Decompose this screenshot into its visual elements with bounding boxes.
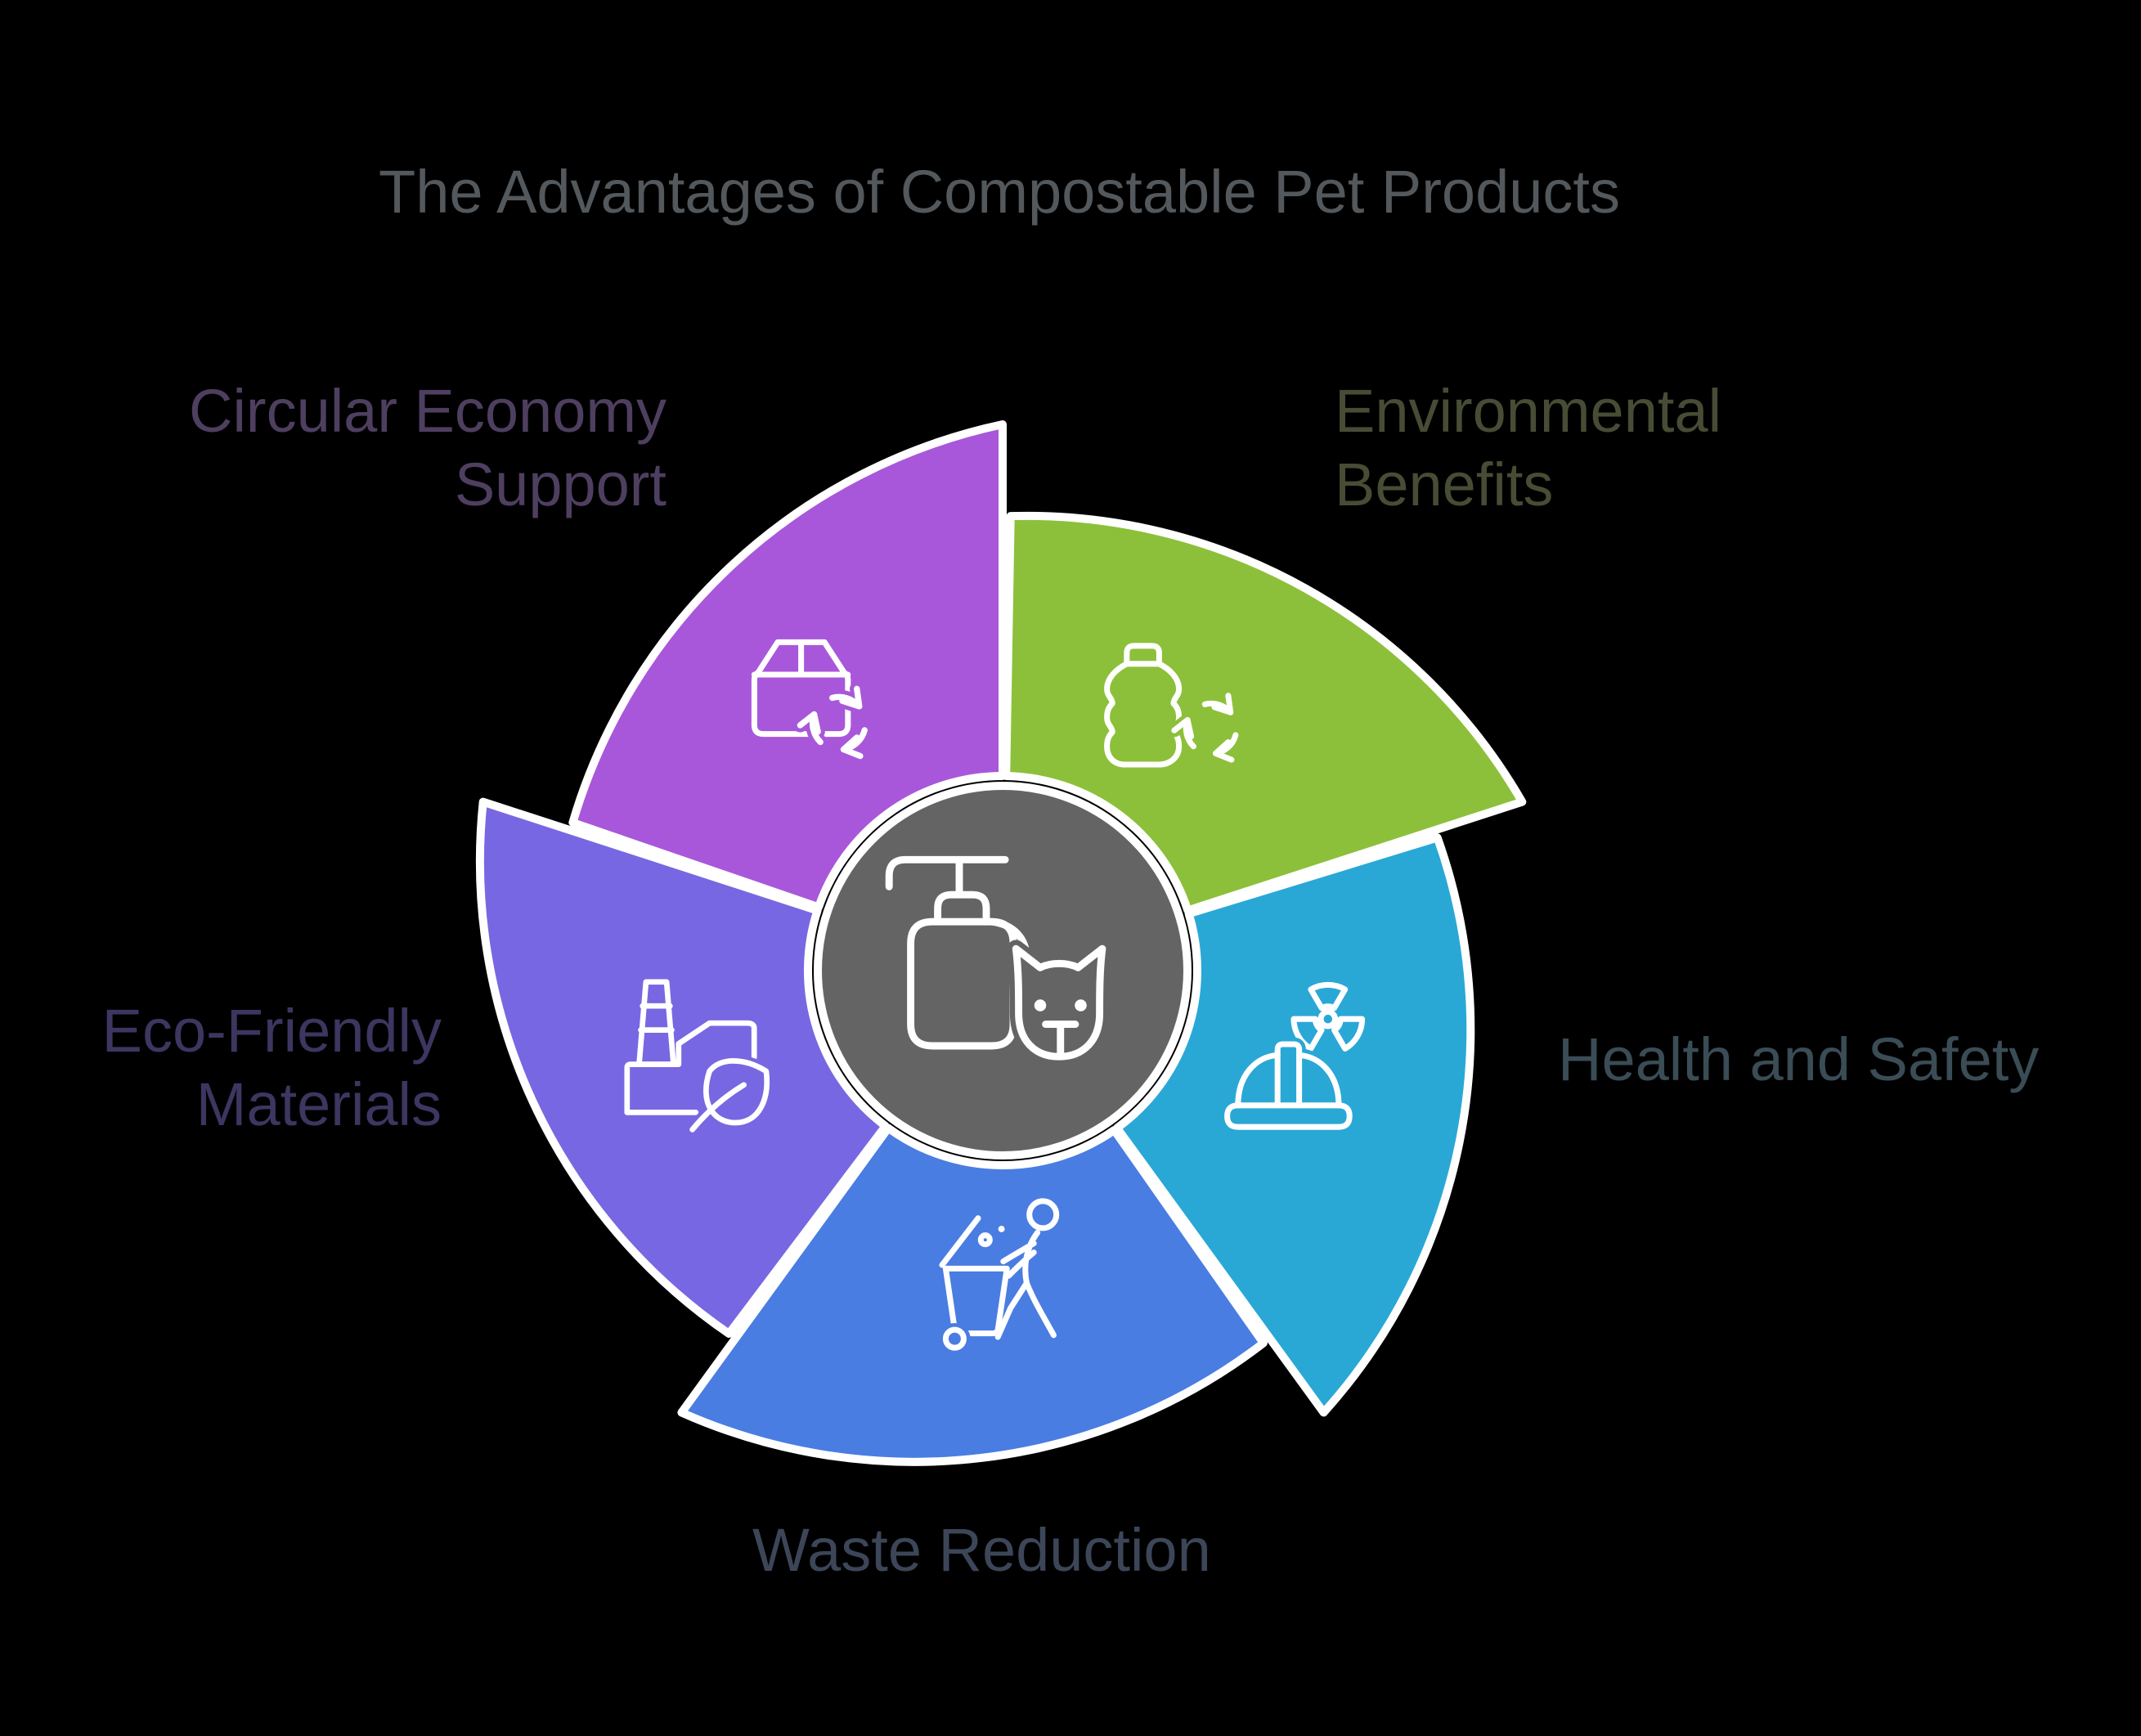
factory-leaf-icon [624, 979, 774, 1137]
segment-blade-eco-friendly-materials [475, 797, 890, 1338]
person-trash-bin-icon [939, 1198, 1060, 1355]
hard-hat-icon [1220, 1037, 1357, 1134]
box-recycle-icon [751, 639, 864, 756]
factory-building [624, 1020, 757, 1115]
center-hub-circle [814, 782, 1192, 1160]
label-waste-reduction: Waste Reduction [752, 1516, 1211, 1584]
radiation-icon [1290, 981, 1366, 1052]
cat-face-icon [1007, 940, 1111, 1065]
bin-wheel [939, 1322, 971, 1355]
segment-blade-circular-economy-support [568, 420, 1007, 912]
label-health-and-safety: Health and Safety [1558, 1025, 2040, 1093]
bin-lid [939, 1215, 981, 1268]
segment-blade-waste-reduction [677, 1124, 1268, 1466]
label-eco-friendly-materials: Eco-Friendly Materials [101, 997, 442, 1138]
page-title: The Advantages of Compostable Pet Produc… [379, 158, 1620, 226]
bottle-recycle-icon [1104, 643, 1236, 768]
label-environmental-benefits: Environmental Benefits [1335, 377, 1722, 518]
pump-collar [934, 890, 990, 926]
wheel-blades [475, 420, 1527, 1466]
hard-hat-radiation-icon [1220, 981, 1366, 1134]
leaf-icon [685, 1054, 774, 1137]
pet-shampoo-cat-icon [885, 855, 1111, 1065]
segment-blade-environmental-benefits [1002, 511, 1527, 915]
pump-spout [885, 855, 1009, 890]
label-circular-economy-support: Circular Economy Support [189, 377, 667, 518]
person-figure [994, 1198, 1060, 1340]
